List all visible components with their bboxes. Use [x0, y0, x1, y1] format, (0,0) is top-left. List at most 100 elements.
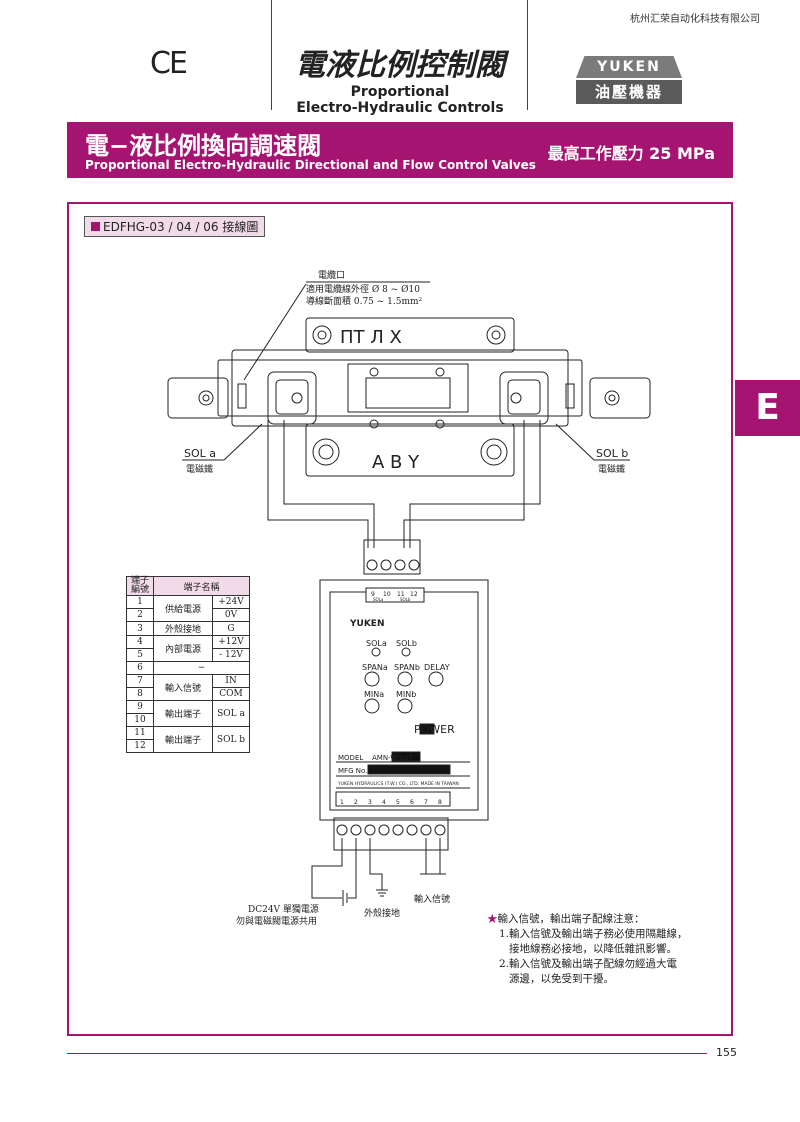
table-row-name: 輸入信號 [153, 674, 213, 701]
note-item: 2.輸入信號及輸出端子配線勿經過大電 [499, 958, 678, 970]
amp-brand: YUKEN [349, 619, 384, 629]
ground-label: 外殼接地 [364, 907, 400, 919]
amp-bottom-terminal-7: 7 [424, 799, 428, 806]
table-row-no: 11 [126, 726, 154, 740]
banner-pressure: 最高工作壓力 25 MPa [547, 144, 715, 163]
table-row-val: - 12V [212, 648, 250, 662]
yuken-logo: YUKEN 油壓機器 [576, 56, 682, 104]
table-row-val: +24V [212, 595, 250, 609]
amp-top-sub-sola: SOLa [373, 597, 384, 602]
table-row-no: 12 [126, 739, 154, 753]
table-row-val: SOL b [212, 726, 250, 753]
section-label: EDFHG-03 / 04 / 06 接線圖 [84, 216, 266, 237]
amp-mfg-label: MFG No. [338, 767, 367, 775]
table-row-no: 10 [126, 713, 154, 727]
note-title: 輸入信號，輸出端子配線注意： [497, 913, 645, 925]
table-header-no: 端子編號 [126, 576, 154, 596]
amp-power: POWER [414, 723, 455, 736]
section-banner: 電−液比例換向調速閥 Proportional Electro-Hydrauli… [67, 122, 733, 178]
amp-bottom-terminal-4: 4 [382, 799, 386, 806]
table-row-val: +12V [212, 635, 250, 649]
table-row-no: 9 [126, 700, 154, 714]
table-row-no: 3 [126, 621, 154, 636]
table-row-name: 外殼接地 [153, 621, 213, 636]
amp-minb: MINb [396, 690, 416, 699]
logo-bottom: 油壓機器 [576, 80, 682, 104]
input-signal-label: 輸入信號 [414, 893, 450, 905]
amp-spanb: SPANb [394, 663, 420, 672]
note-item: 源邊，以免受到干擾。 [499, 973, 615, 985]
amp-bottom-terminal-3: 3 [368, 799, 372, 806]
title-en-line2: Electro-Hydraulic Controls [296, 100, 504, 116]
amp-top-terminal-12: 12 [410, 591, 418, 598]
dc-supply-label-1: DC24V 單獨電源 [248, 904, 319, 915]
cable-port-line1: 適用電纜線外徑 Ø 8 ~ Ø10 [306, 283, 420, 295]
title-en-line1: Proportional [350, 84, 450, 100]
sol-a-label: SOL a [184, 447, 216, 460]
terminal-table: 端子編號 端子名稱 1 供給電源 +24V 2 0V 3 外殼接地 G 4 內部… [126, 576, 250, 753]
amp-sola: SOLa [366, 639, 387, 648]
table-row-val: COM [212, 687, 250, 701]
amp-mina: MINa [364, 690, 384, 699]
logo-top: YUKEN [576, 56, 682, 78]
table-row-name: − [153, 661, 250, 675]
amp-bottom-terminal-5: 5 [396, 799, 400, 806]
amp-top-terminal-10: 10 [383, 591, 391, 598]
star-icon: ★ [487, 913, 498, 925]
table-row-no: 6 [126, 661, 154, 675]
sol-b-zh: 電磁鐵 [598, 463, 625, 475]
valve-top-letters: ПТ Л Х [340, 327, 402, 348]
table-row-no: 5 [126, 648, 154, 662]
company-name: 杭州汇荣自动化科技有限公司 [630, 14, 760, 25]
dc-supply-label-2: 勿與電磁閥電源共用 [236, 915, 317, 927]
table-row-val: G [212, 621, 250, 636]
table-row-val: SOL a [212, 700, 250, 727]
label-square-icon [91, 222, 100, 231]
wiring-note: ★輸入信號，輸出端子配線注意： 1.輸入信號及輸出端子務必使用隔離線， 接地線務… [487, 912, 688, 987]
page-title-en: Proportional Electro-Hydraulic Controls [275, 84, 525, 116]
sol-a-zh: 電磁鐵 [186, 463, 213, 475]
amp-maker: YUKEN HYDRAULICS (T.W.) CO., LTD. MADE I… [337, 781, 459, 787]
amp-solb: SOLb [396, 639, 417, 648]
table-row-name: 內部電源 [153, 635, 213, 662]
amp-top-terminal-9: 9 [371, 591, 375, 598]
ce-mark: CE [150, 46, 188, 81]
table-row-val: 0V [212, 608, 250, 622]
note-item: 1.輸入信號及輸出端子務必使用隔離線， [499, 928, 688, 940]
amp-bottom-terminal-6: 6 [410, 799, 414, 806]
banner-title-zh: 電−液比例換向調速閥 [85, 132, 322, 160]
page-number: 155 [716, 1046, 737, 1059]
table-row-name: 供給電源 [153, 595, 213, 622]
side-tab[interactable]: E [735, 380, 800, 436]
table-header-name: 端子名稱 [153, 576, 250, 596]
amp-top-sub-solb: SOLb [400, 597, 411, 602]
cable-port-line2: 導線斷面積 0.75 ~ 1.5mm² [306, 295, 423, 307]
header-divider-left [271, 0, 272, 110]
amp-model-label: MODEL [338, 754, 363, 762]
content-frame [67, 202, 733, 1036]
amp-bottom-terminal-1: 1 [340, 799, 344, 806]
footer-line [67, 1053, 707, 1054]
table-row-no: 1 [126, 595, 154, 609]
valve-bottom-letters: A B Y [372, 452, 420, 473]
page-title-zh: 電液比例控制閥 [295, 48, 505, 83]
amp-model-value: AMN-W-10T [372, 754, 413, 762]
banner-title-en: Proportional Electro-Hydraulic Direction… [85, 158, 536, 172]
table-row-no: 4 [126, 635, 154, 649]
amp-bottom-terminal-8: 8 [438, 799, 442, 806]
amp-top-terminal-11: 11 [397, 591, 405, 598]
header-divider-right [527, 0, 528, 110]
table-row-name: 輸出端子 [153, 726, 213, 753]
amp-bottom-terminal-2: 2 [354, 799, 358, 806]
sol-b-label: SOL b [596, 447, 628, 460]
table-row-no: 2 [126, 608, 154, 622]
table-row-val: IN [212, 674, 250, 688]
table-row-name: 輸出端子 [153, 700, 213, 727]
amp-spana: SPANa [362, 663, 388, 672]
table-row-no: 7 [126, 674, 154, 688]
note-item: 接地線務必接地，以降低雜訊影響。 [499, 943, 678, 955]
section-label-text: EDFHG-03 / 04 / 06 接線圖 [103, 220, 259, 234]
amp-delay: DELAY [424, 663, 450, 672]
table-row-no: 8 [126, 687, 154, 701]
